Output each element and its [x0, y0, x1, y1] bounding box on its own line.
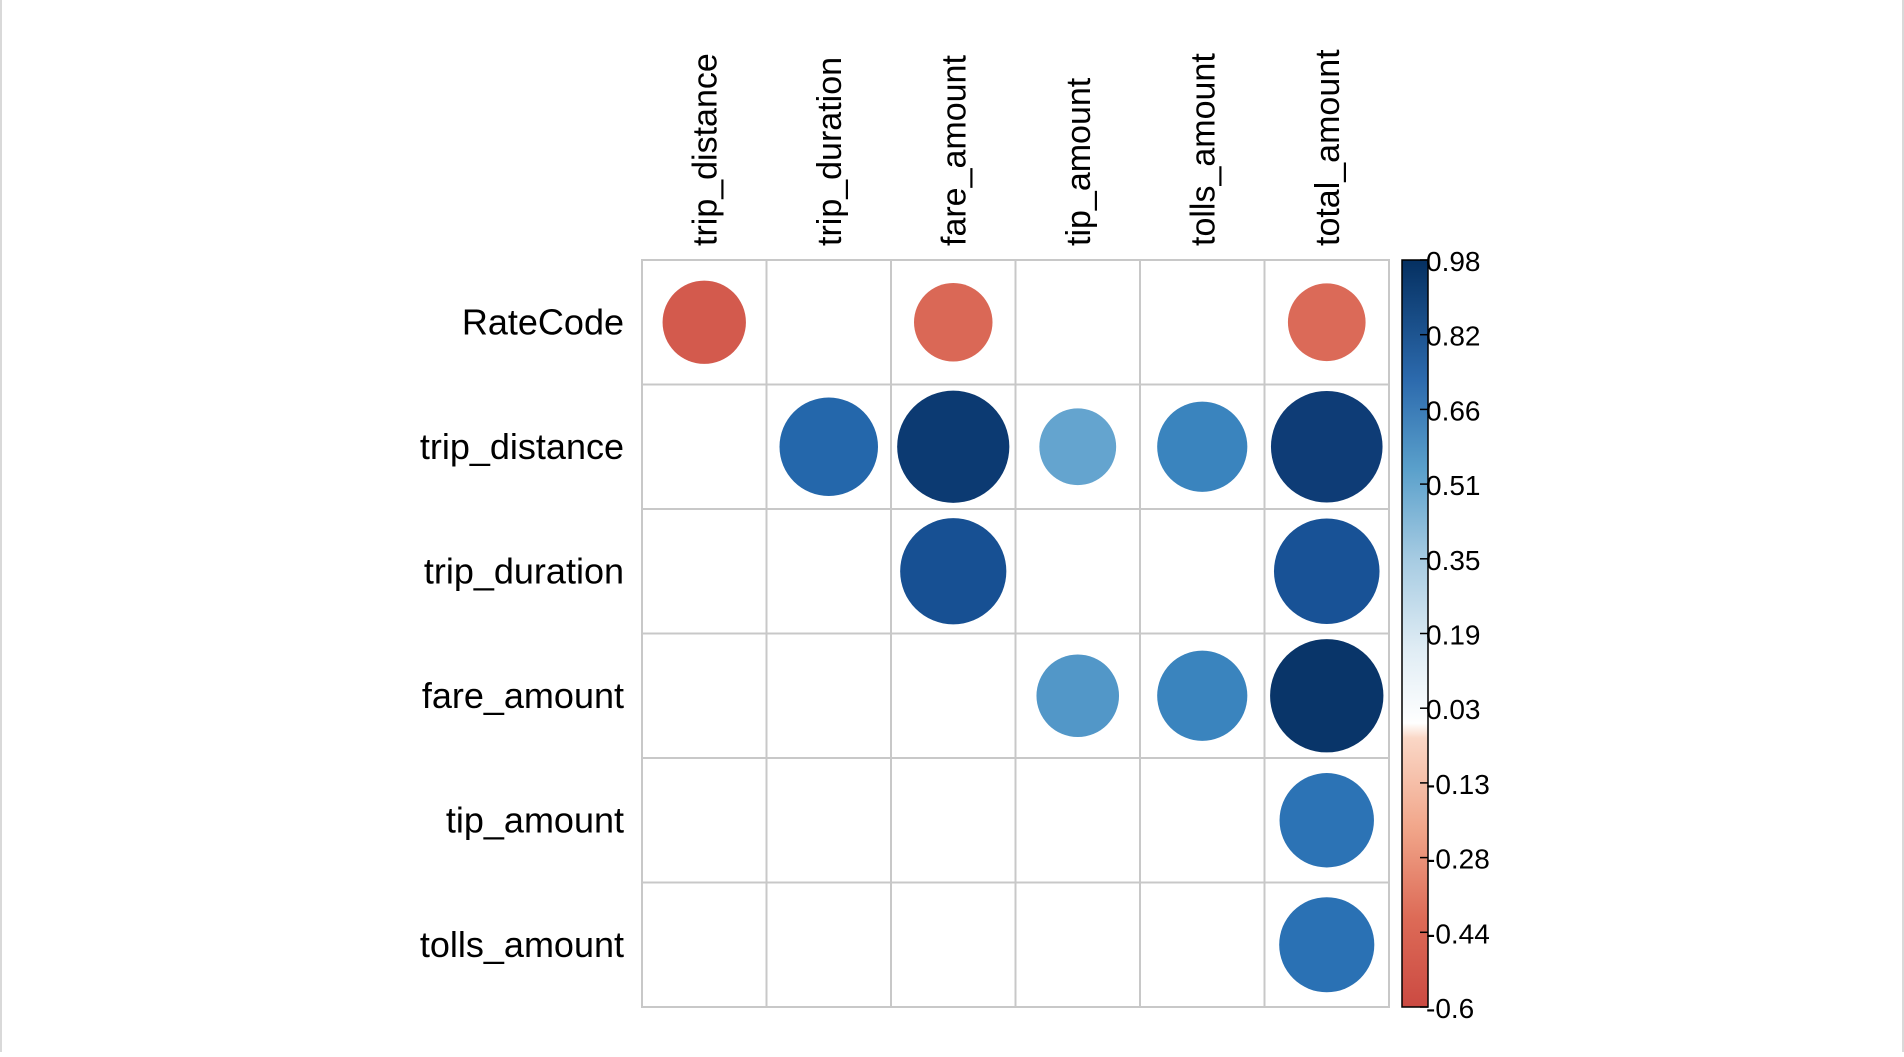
grid-cell — [890, 881, 1017, 1008]
correlation-circle — [1036, 654, 1120, 738]
column-label: tip_amount — [1060, 77, 1098, 246]
right-border — [1902, 0, 1904, 1052]
grid-cell — [890, 757, 1017, 884]
grid-cell — [1139, 259, 1266, 386]
colorbar-tick-label: 0.19 — [1426, 620, 1481, 651]
colorbar-tick-label: -0.28 — [1426, 844, 1490, 875]
grid-cell — [1014, 259, 1141, 386]
grid-cell — [765, 881, 892, 1008]
row-label: trip_distance — [420, 426, 624, 467]
column-label: trip_distance — [686, 53, 724, 246]
grid-cell — [765, 757, 892, 884]
grid-cell — [765, 632, 892, 759]
left-border — [0, 0, 2, 1052]
correlation-circle — [662, 280, 746, 364]
colorbar-tick-label: -0.13 — [1426, 769, 1490, 800]
column-label: fare_amount — [935, 55, 973, 246]
grid-cell — [641, 383, 768, 510]
grid-cell — [1139, 508, 1266, 635]
grid-cell — [1139, 757, 1266, 884]
correlation-circle — [1157, 650, 1248, 741]
colorbar-tick-label: 0.98 — [1426, 246, 1481, 277]
correlation-circle — [779, 397, 878, 496]
grid-cell — [641, 757, 768, 884]
correlation-circle — [1270, 639, 1384, 753]
correlation-circle — [1273, 518, 1380, 625]
row-label: fare_amount — [422, 675, 624, 716]
colorbar-tick-label: -0.6 — [1426, 993, 1474, 1024]
correlation-circle — [914, 283, 993, 362]
grid-cell — [1139, 881, 1266, 1008]
grid-cell — [1014, 881, 1141, 1008]
correlation-circle — [1157, 401, 1248, 492]
colorbar-tick-label: 0.03 — [1426, 694, 1481, 725]
row-label: trip_duration — [424, 550, 624, 591]
colorbar-tick-label: 0.66 — [1426, 395, 1481, 426]
grid-cell — [641, 881, 768, 1008]
colorbar-tick-label: 0.51 — [1426, 470, 1481, 501]
column-label: total_amount — [1309, 49, 1347, 246]
grid-cell — [1014, 508, 1141, 635]
column-label: trip_duration — [811, 57, 849, 246]
correlation-circle — [1279, 773, 1374, 868]
grid-cell — [641, 508, 768, 635]
grid-cell — [890, 632, 1017, 759]
grid-cell — [765, 259, 892, 386]
correlation-circle — [1039, 408, 1117, 486]
colorbar-tick-label: 0.82 — [1426, 321, 1481, 352]
row-label: RateCode — [462, 301, 624, 342]
row-label: tolls_amount — [420, 924, 624, 965]
grid-cell — [1263, 881, 1390, 1008]
grid-cell — [765, 508, 892, 635]
colorbar-tick-label: 0.35 — [1426, 545, 1481, 576]
correlation-circle — [1270, 390, 1383, 503]
column-label: tolls_amount — [1184, 53, 1222, 246]
correlation-circle — [1279, 897, 1375, 993]
row-label: tip_amount — [446, 799, 624, 840]
grid-cell — [641, 632, 768, 759]
correlation-circle — [897, 390, 1010, 503]
correlation-circle — [900, 518, 1007, 625]
colorbar-tick-label: -0.44 — [1426, 918, 1490, 949]
correlation-circle — [1287, 283, 1366, 362]
grid-cell — [1014, 757, 1141, 884]
